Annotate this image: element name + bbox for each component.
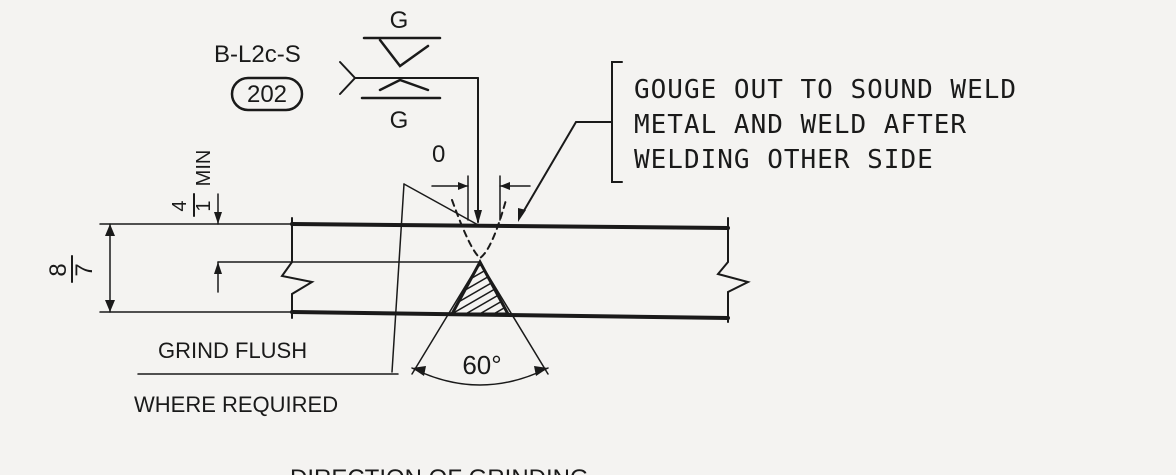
offset-dimension: 1 4 MIN bbox=[169, 150, 222, 293]
finish-symbol-lower: G bbox=[390, 107, 409, 134]
plate-joint bbox=[217, 183, 751, 373]
grind-label-line-1: GRIND FLUSH bbox=[158, 338, 307, 363]
thickness-dimension: 7 8 bbox=[45, 223, 293, 313]
thickness-denominator: 8 bbox=[45, 263, 72, 276]
grind-label-line-2: WHERE REQUIRED bbox=[134, 392, 338, 417]
groove-angle-dimension: 60° bbox=[411, 261, 549, 386]
right-break-line bbox=[716, 217, 751, 323]
finish-symbol-upper: G bbox=[390, 7, 409, 34]
offset-numerator: 1 bbox=[193, 200, 215, 211]
left-break-line bbox=[280, 217, 315, 319]
direction-of-grinding-label: DIRECTION OF GRINDING bbox=[290, 465, 589, 475]
arrow-head bbox=[474, 210, 482, 224]
weld-deposit bbox=[449, 258, 511, 316]
gouge-note: GOUGE OUT TO SOUND WELD METAL AND WELD A… bbox=[518, 61, 1017, 222]
note-line-1: GOUGE OUT TO SOUND WELD bbox=[634, 75, 1017, 105]
groove-symbol-lower bbox=[378, 78, 430, 92]
reference-number-oval bbox=[230, 76, 304, 112]
note-line-3: WELDING OTHER SIDE bbox=[634, 145, 934, 175]
groove-angle-value: 60° bbox=[462, 350, 501, 380]
thickness-numerator: 7 bbox=[71, 263, 98, 276]
offset-denominator: 4 bbox=[169, 200, 191, 211]
reference-number: 202 bbox=[247, 81, 287, 108]
root-opening-value: 0 bbox=[432, 141, 445, 168]
back-gouge-outline bbox=[451, 199, 507, 260]
note-line-2: METAL AND WELD AFTER bbox=[634, 110, 967, 140]
symbol-tail bbox=[339, 61, 357, 95]
grind-flush-callout: GRIND FLUSH WHERE REQUIRED bbox=[134, 338, 399, 417]
offset-qualifier: MIN bbox=[193, 150, 215, 187]
weld-symbol: B-L2c-S 202 G G bbox=[214, 7, 482, 224]
root-opening-dimension: 0 bbox=[431, 141, 531, 221]
weld-designation: B-L2c-S bbox=[214, 41, 301, 68]
groove-symbol-upper bbox=[378, 38, 430, 68]
